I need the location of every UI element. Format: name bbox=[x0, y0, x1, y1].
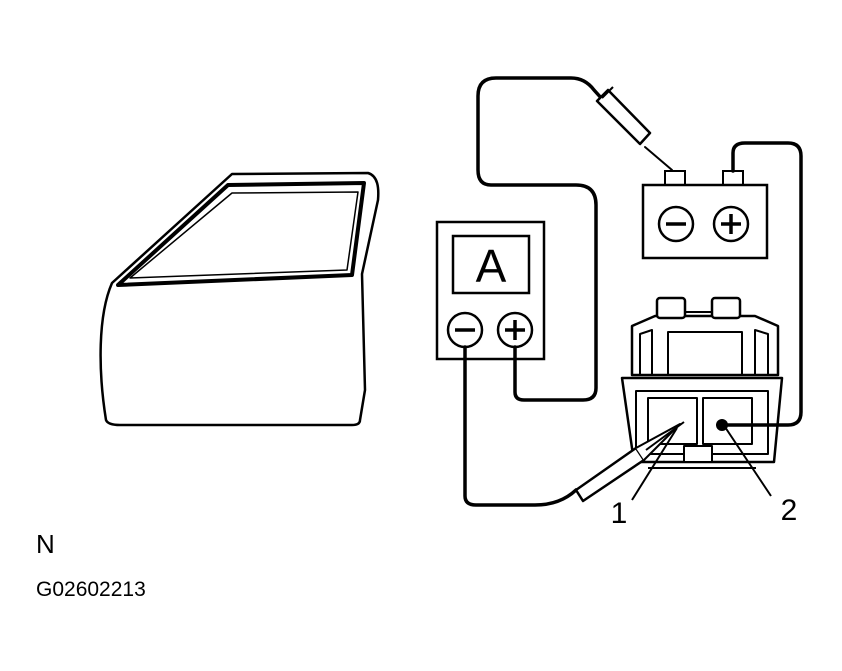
wires bbox=[463, 76, 803, 507]
ammeter-display bbox=[451, 234, 531, 295]
wire-ammeter-positive-to-battery bbox=[476, 76, 605, 402]
door-outline bbox=[99, 171, 380, 427]
connector-rib-center bbox=[667, 331, 743, 376]
car-door bbox=[99, 171, 380, 427]
connector-tab-right bbox=[710, 296, 742, 320]
minus-circle-icon bbox=[657, 205, 695, 243]
figure-code: G02602213 bbox=[36, 578, 146, 601]
probe-battery bbox=[595, 86, 652, 146]
door-window-inner bbox=[129, 191, 359, 279]
connector-body bbox=[630, 314, 780, 377]
callout-2: 2 bbox=[781, 494, 798, 527]
corner-letter: N bbox=[36, 529, 55, 559]
probe-terminal-1 bbox=[574, 421, 685, 503]
connector-tab-left bbox=[655, 296, 687, 320]
ammeter-label: A bbox=[476, 240, 507, 292]
callout-1: 1 bbox=[611, 497, 628, 530]
connector-rib-right bbox=[754, 329, 769, 376]
callout-leaders bbox=[631, 426, 772, 501]
ammeter: A bbox=[435, 220, 546, 361]
battery bbox=[641, 170, 769, 260]
connector-rib-left bbox=[639, 329, 653, 376]
plus-circle-icon bbox=[712, 205, 750, 243]
wire-probe-to-battery-negative bbox=[644, 146, 673, 171]
wire-ammeter-negative-to-probe bbox=[463, 345, 578, 507]
terminal-cavity-2 bbox=[702, 397, 753, 445]
wire-battery-positive-to-terminal-2 bbox=[723, 141, 803, 427]
connector-latch bbox=[683, 445, 713, 463]
door-window-outer bbox=[116, 181, 366, 287]
minus-circle-icon bbox=[446, 311, 484, 349]
plus-circle-icon bbox=[496, 311, 534, 349]
